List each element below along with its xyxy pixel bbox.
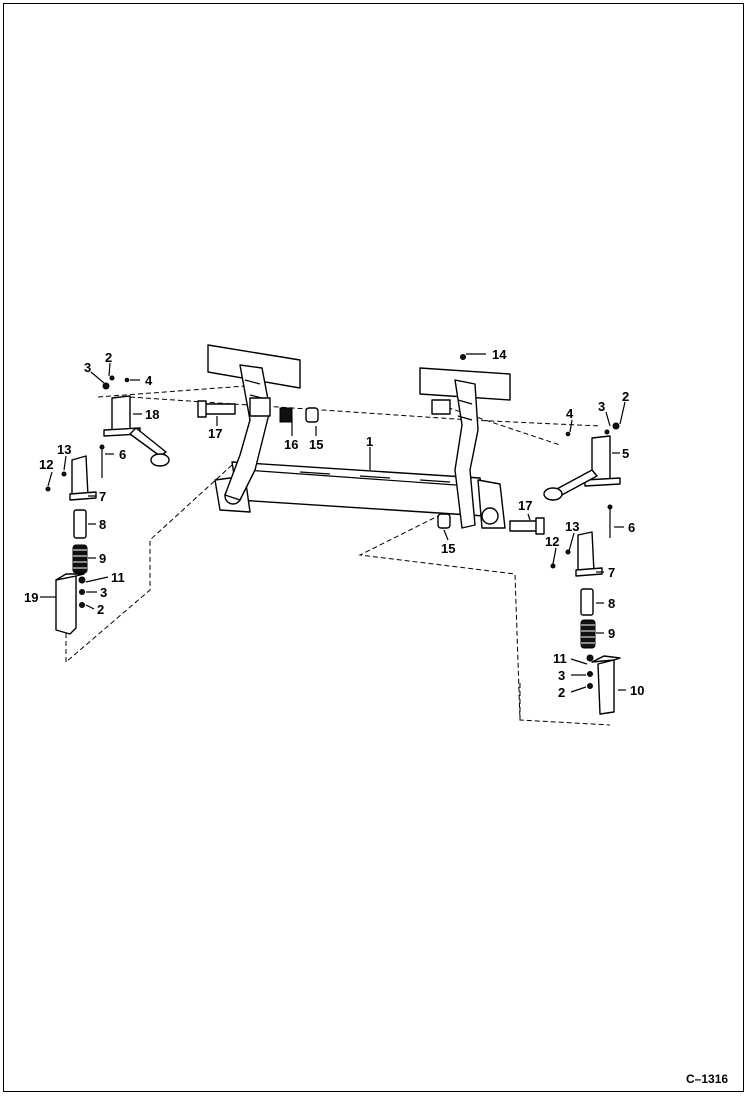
callout-10: 10 [630,683,644,698]
callout-12-left: 12 [39,457,53,472]
callout-2-left-top: 2 [105,350,112,365]
callout-17-right: 17 [518,498,532,513]
right-pivot-hardware [437,354,545,535]
right-spring [580,619,596,649]
callout-14: 14 [492,347,507,362]
callout-9-left: 9 [99,551,106,566]
callout-1: 1 [366,434,373,449]
callout-7-right: 7 [608,565,615,580]
callout-15-top: 15 [309,437,323,452]
left-spring [72,544,88,574]
callout-12-right: 12 [545,534,559,549]
callout-labels: 1 2 3 4 18 6 13 12 7 8 9 11 3 2 19 17 16… [24,347,728,1086]
callout-16: 16 [284,437,298,452]
callout-11-left: 11 [111,570,125,585]
callout-3-left-bottom: 3 [100,585,107,600]
callout-17-left: 17 [208,426,222,441]
left-pivot-hardware [197,400,319,423]
right-lever-assembly [543,422,621,715]
callout-3-left-top: 3 [84,360,91,375]
figure-code: C–1316 [686,1072,728,1086]
callout-6-right: 6 [628,520,635,535]
callout-9-right: 9 [608,626,615,641]
callout-15-bottom: 15 [441,541,455,556]
callout-8-right: 8 [608,596,615,611]
callout-2-left-bottom: 2 [97,602,104,617]
right-upright-bracket [419,367,511,529]
callout-4-left: 4 [145,373,153,388]
leader-lines [40,353,626,693]
callout-13-left: 13 [57,442,71,457]
callout-2-right-bottom: 2 [558,685,565,700]
left-lever-assembly [45,375,170,635]
callout-2-right-top: 2 [622,389,629,404]
callout-19: 19 [24,590,38,605]
left-upright-bracket [207,344,301,501]
callout-3-right-bottom: 3 [558,668,565,683]
callout-11-right: 11 [553,651,567,666]
callout-8-left: 8 [99,517,106,532]
callout-6-left: 6 [119,447,126,462]
callout-13-right: 13 [565,519,579,534]
callout-5: 5 [622,446,629,461]
callout-7-left: 7 [99,489,106,504]
callout-4-right: 4 [566,406,574,421]
drawing-frame [3,3,744,1092]
callout-3-right-top: 3 [598,399,605,414]
callout-18: 18 [145,407,159,422]
